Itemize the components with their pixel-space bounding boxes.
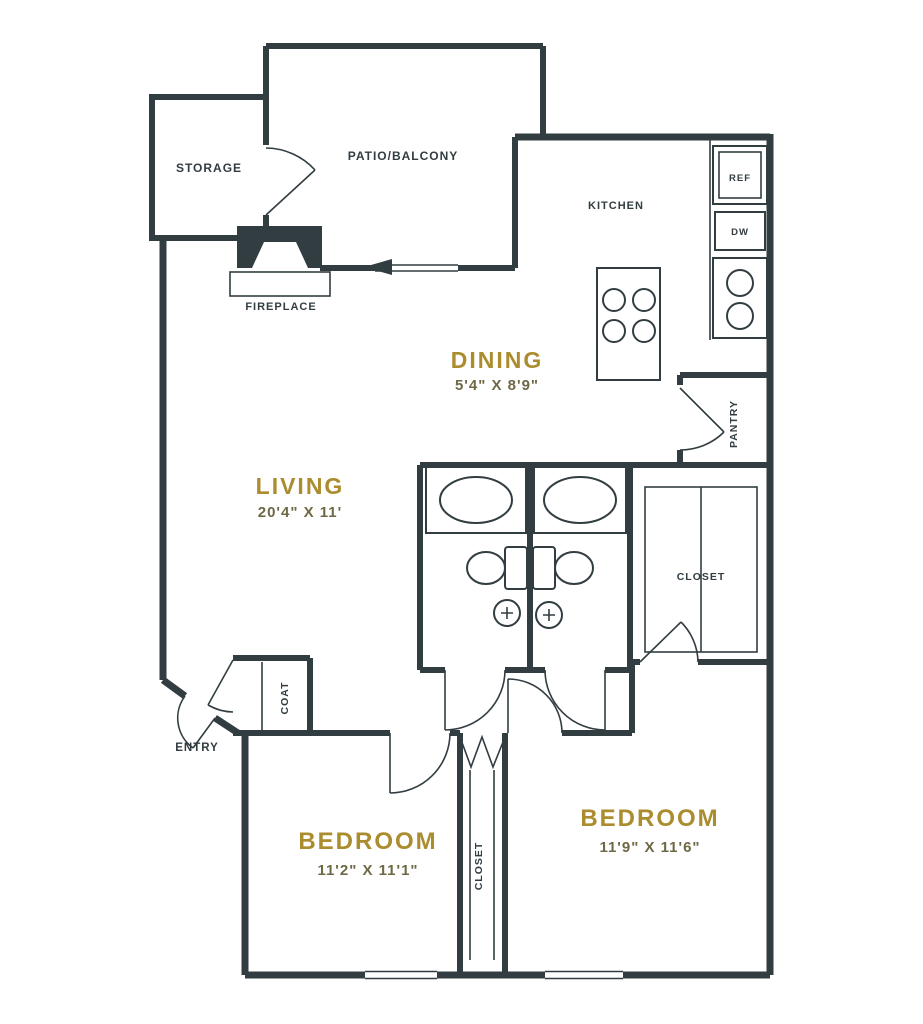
entry-door <box>176 695 216 749</box>
fireplace <box>229 226 331 297</box>
dining-dims: 5'4" X 8'9" <box>455 377 539 394</box>
windows <box>364 259 623 980</box>
coat-closet-walls <box>233 655 313 733</box>
bathroom-fixtures <box>425 466 627 629</box>
shower-fixture-right-icon <box>535 601 563 629</box>
bedroom2-window <box>545 970 623 980</box>
fireplace-hearth <box>229 271 331 297</box>
oven-dial <box>726 269 754 297</box>
refrigerator-icon <box>712 145 768 205</box>
kitchen-appliances <box>596 140 768 381</box>
entry-angled-wall <box>160 677 240 736</box>
bedroom2-label: BEDROOM <box>580 805 719 832</box>
bedroom-closet-label: CLOSET <box>473 842 485 891</box>
bedroom-closet-walls <box>457 733 508 975</box>
walkin-closet-label: CLOSET <box>677 571 726 583</box>
bedroom1-window <box>365 970 437 980</box>
range-icon <box>596 267 661 381</box>
exterior-walls <box>159 133 774 979</box>
oven-icon <box>712 257 768 339</box>
bedroom-closet-rod <box>469 770 495 960</box>
sink-right-icon <box>543 476 617 524</box>
bath-left-door <box>444 669 506 731</box>
bath-right-door <box>544 669 606 731</box>
coat-closet-door <box>207 659 234 713</box>
shower-fixture-left-cross <box>501 607 513 619</box>
bedroom1-dims: 11'2" X 11'1" <box>317 862 418 879</box>
vanity-left <box>425 466 527 534</box>
burner-icon <box>602 319 626 343</box>
bedroom2-dims: 11'9" X 11'6" <box>599 839 700 856</box>
kitchen-label: KITCHEN <box>588 200 644 212</box>
patio-walls <box>263 43 546 137</box>
toilet-right-icon <box>554 551 594 585</box>
refrigerator-label: REF <box>729 173 751 184</box>
pantry-walls <box>677 372 770 465</box>
shower-fixture-right-cross <box>543 609 555 621</box>
dishwasher-label: DW <box>731 227 749 238</box>
shower-fixture-left-icon <box>493 599 521 627</box>
pantry-door <box>679 387 725 451</box>
fireplace-label: FIREPLACE <box>245 301 316 313</box>
burner-icon <box>632 288 656 312</box>
sliding-door-arrow-icon <box>364 259 392 275</box>
oven-dial <box>726 302 754 330</box>
burner-icon <box>602 288 626 312</box>
bedroom1-label: BEDROOM <box>298 828 437 855</box>
bedroom1-door <box>389 732 451 794</box>
living-label: LIVING <box>256 473 345 499</box>
toilet-right-tank <box>532 546 556 590</box>
dishwasher-icon <box>714 211 766 251</box>
dining-label: DINING <box>451 347 544 373</box>
fireplace-firebox <box>252 242 308 268</box>
storage-door <box>265 147 316 216</box>
interior-walls <box>149 43 770 975</box>
entry-label: ENTRY <box>175 742 219 754</box>
toilet-left-tank <box>504 546 528 590</box>
labels: STORAGE PATIO/BALCONY FIREPLACE KITCHEN … <box>175 149 751 891</box>
pantry-label: PANTRY <box>728 400 740 448</box>
toilet-left-icon <box>466 551 506 585</box>
refrigerator-inner <box>718 151 762 199</box>
bedroom2-door <box>507 678 563 734</box>
living-dims: 20'4" X 11' <box>258 504 342 521</box>
bedroom-closet-bifold-door <box>459 734 506 770</box>
sink-left-icon <box>439 476 513 524</box>
vanity-right <box>533 466 627 534</box>
burner-icon <box>632 319 656 343</box>
closet-door <box>639 621 699 663</box>
doors <box>176 147 725 794</box>
coat-label: COAT <box>279 682 291 715</box>
patio-label: PATIO/BALCONY <box>348 149 459 163</box>
storage-label: STORAGE <box>176 161 242 175</box>
closet-fixtures <box>261 486 758 960</box>
